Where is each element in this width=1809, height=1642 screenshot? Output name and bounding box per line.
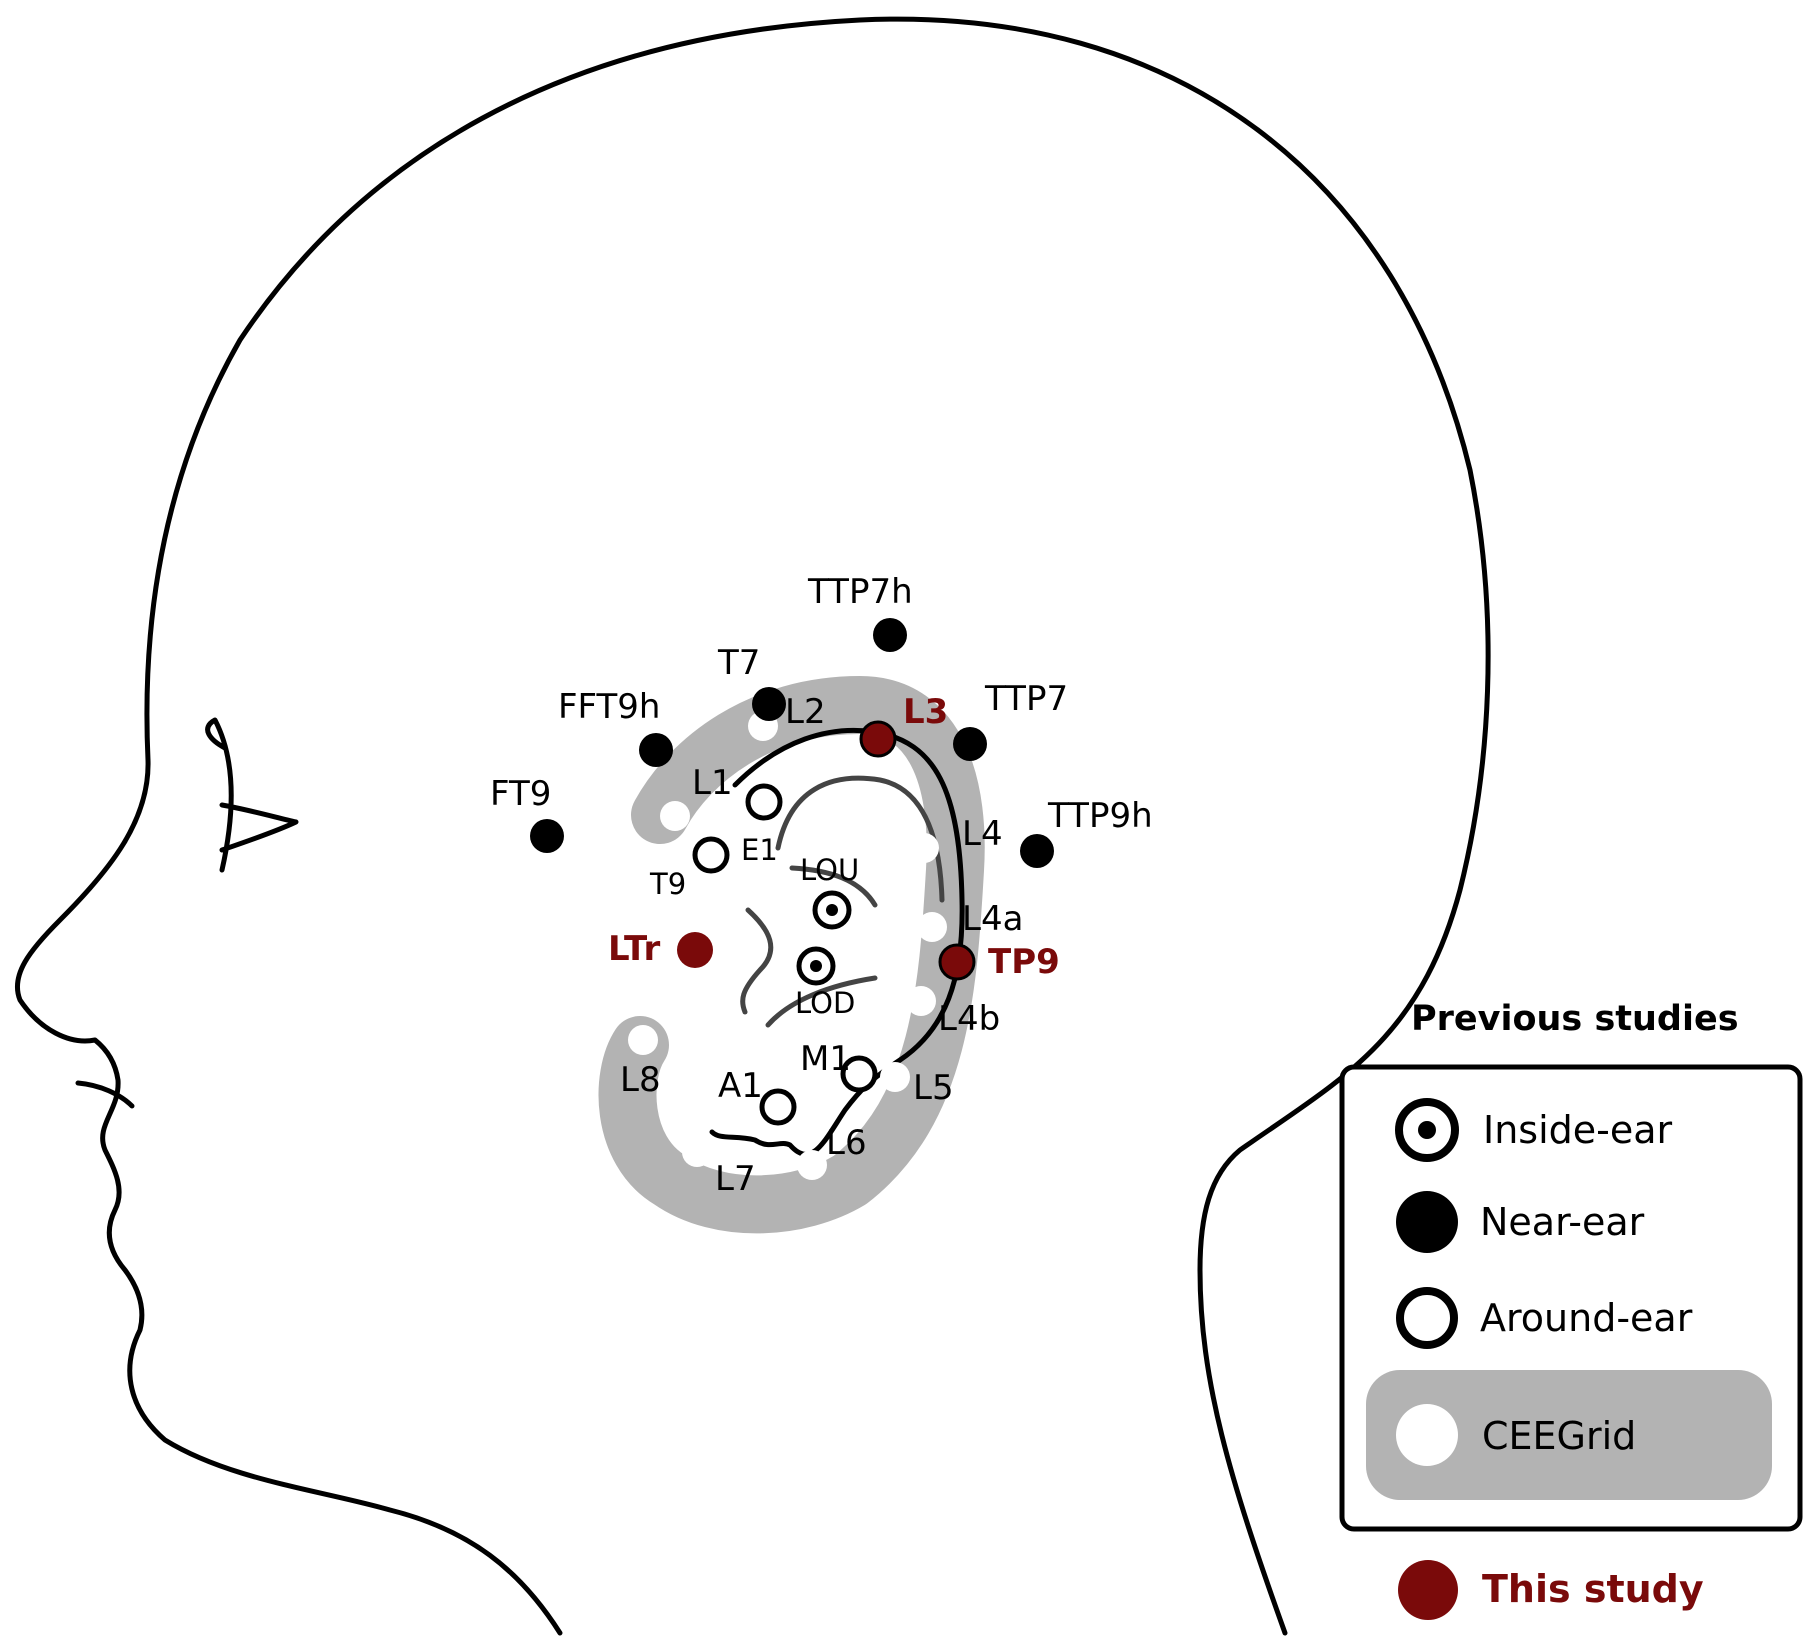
electrode-ltr [677, 932, 713, 968]
legend-around-ear-icon [1396, 1287, 1458, 1349]
ceegrid-dot [660, 801, 690, 831]
label-ft9: FT9 [490, 774, 551, 814]
legend-inside-ear-icon-core [1418, 1121, 1436, 1139]
label-l5: L5 [913, 1068, 954, 1108]
legend-around-ear-label: Around-ear [1480, 1296, 1693, 1340]
label-t9: T9 [649, 867, 686, 901]
ceegrid-dot [682, 1137, 712, 1167]
ceegrid-band [598, 676, 985, 1234]
ceegrid-dot [917, 912, 947, 942]
electrode-labels: TTP7h T7 L2 L3 TTP7 FFT9h L1 FT9 L4 TTP9… [490, 572, 1153, 1199]
head-outline [14, 16, 1491, 1636]
legend-this-study-label: This study [1482, 1567, 1704, 1611]
electrode-m1 [840, 1055, 878, 1093]
label-ttp7: TTP7 [984, 679, 1068, 719]
ceegrid-dot [906, 986, 936, 1016]
nostril [75, 1080, 135, 1109]
label-t7: T7 [717, 643, 760, 683]
ceegrid-dot [909, 833, 939, 863]
label-l8: L8 [620, 1060, 661, 1100]
legend-title: Previous studies [1411, 999, 1739, 1039]
legend-near-ear-icon [1396, 1191, 1458, 1253]
label-tp9: TP9 [988, 942, 1060, 982]
label-l1: L1 [692, 763, 733, 803]
label-l4: L4 [962, 814, 1003, 854]
eye [205, 717, 299, 873]
label-fft9h: FFT9h [558, 687, 660, 727]
label-l2: L2 [785, 692, 826, 732]
near-ear-electrodes [530, 618, 1054, 868]
label-ttp7h: TTP7h [807, 572, 913, 612]
label-l3: L3 [903, 692, 948, 732]
ear-tragus [740, 907, 774, 1015]
this-study-electrodes [677, 720, 976, 981]
ear-concha-upper [789, 865, 878, 908]
electrode-l3 [859, 720, 897, 758]
label-m1: M1 [800, 1039, 851, 1079]
ceegrid-dot [880, 1062, 910, 1092]
ceegrid-dot [628, 1025, 658, 1055]
electrode-lod-core [810, 960, 822, 972]
label-ltr: LTr [608, 929, 660, 969]
electrode-l1 [745, 783, 783, 821]
label-l4b: L4b [938, 999, 1000, 1039]
ceegrid-dot [797, 1150, 827, 1180]
electrode-t7 [752, 687, 786, 721]
ceegrid-dots [628, 711, 947, 1180]
electrode-lou-core [826, 904, 838, 916]
inside-ear-electrodes [796, 890, 852, 986]
legend-ceegrid-icon [1396, 1404, 1458, 1466]
label-l7: L7 [715, 1159, 756, 1199]
label-l4a: L4a [962, 899, 1023, 939]
legend-ceegrid-label: CEEGrid [1482, 1414, 1636, 1458]
legend-near-ear-label: Near-ear [1480, 1200, 1645, 1244]
legend-ceegrid-band [1366, 1370, 1772, 1500]
electrode-fft9h [639, 733, 673, 767]
electrode-ttp7 [953, 727, 987, 761]
label-lod: LOD [795, 986, 855, 1020]
electrode-ttp7h [873, 618, 907, 652]
label-l6: L6 [826, 1123, 867, 1163]
legend-inside-ear-label: Inside-ear [1483, 1108, 1673, 1152]
label-lou: LOU [800, 853, 859, 887]
legend-this-study-icon [1398, 1560, 1458, 1620]
around-ear-electrodes [692, 783, 878, 1126]
label-ttp9h: TTP9h [1047, 796, 1153, 836]
label-a1: A1 [718, 1066, 763, 1106]
electrode-tp9 [938, 943, 976, 981]
ear-concha-lower [765, 975, 878, 1028]
electrode-t9 [692, 836, 730, 874]
electrode-ttp9h [1020, 834, 1054, 868]
label-e1: E1 [741, 833, 778, 867]
electrode-a1 [759, 1088, 797, 1126]
legend: Previous studies Inside-ear Near-ear Aro… [1339, 999, 1803, 1620]
electrode-ft9 [530, 819, 564, 853]
